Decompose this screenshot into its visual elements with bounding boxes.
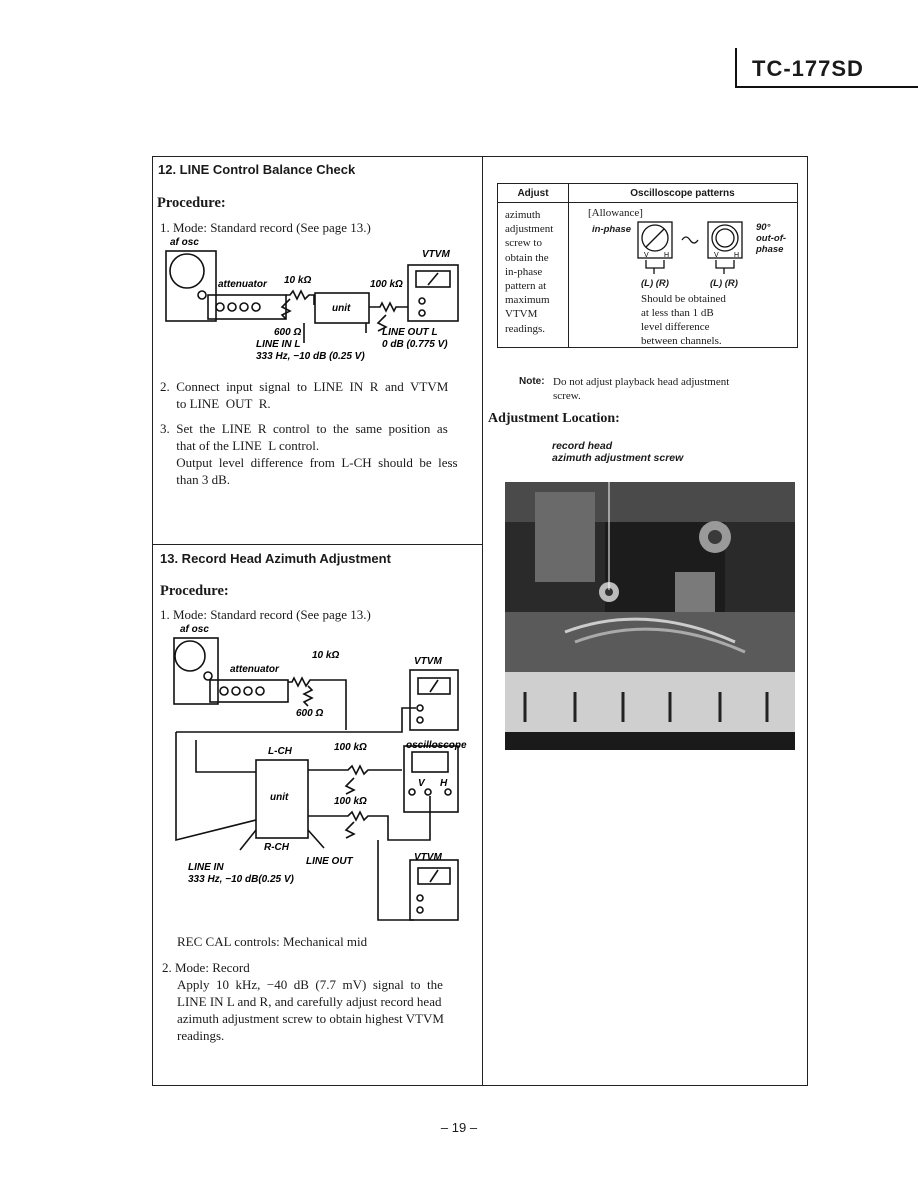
page-number: – 19 – xyxy=(440,1120,478,1135)
in-phase-v-label: V xyxy=(644,252,649,259)
allowance-label: [Allowance] xyxy=(588,207,643,219)
line-in-label: LINE IN L xyxy=(256,339,300,350)
resistor-100k-a-label: 100 kΩ xyxy=(334,742,367,753)
lr-label-1: (L) (R) xyxy=(641,278,669,289)
column-divider xyxy=(482,156,483,1086)
oscilloscope-pattern-table: Adjust Oscilloscope patterns azimuth adj… xyxy=(497,183,798,348)
signal-label: 333 Hz, −10 dB(0.25 V) xyxy=(188,874,295,885)
resistor-600-label: 600 Ω xyxy=(274,327,301,338)
header-underline xyxy=(735,86,918,88)
header-rule xyxy=(735,48,737,88)
unit-label: unit xyxy=(270,792,289,803)
rch-label: R-CH xyxy=(264,842,290,853)
section-13-title: 13. Record Head Azimuth Adjustment xyxy=(160,551,391,566)
table-column-rule xyxy=(568,184,569,347)
section-12-procedure-heading: Procedure: xyxy=(157,195,226,211)
in-phase-h-label: H xyxy=(664,252,669,259)
section-12-step-3b: Output level difference from L-CH should… xyxy=(176,455,458,487)
resistor-100k-b-label: 100 kΩ xyxy=(334,796,367,807)
resistor-600-label: 600 Ω xyxy=(296,708,323,719)
af-osc-label: af osc xyxy=(180,624,209,635)
vtvm-label: VTVM xyxy=(422,249,450,260)
section-13-procedure-heading: Procedure: xyxy=(160,583,229,599)
content-frame xyxy=(152,156,808,1086)
attenuator-label: attenuator xyxy=(218,279,268,290)
resistor-10k-label: 10 kΩ xyxy=(284,275,311,286)
section-13-step-2-body: Apply 10 kHz, −40 dB (7.7 mV) signal to … xyxy=(177,977,444,1043)
level-difference-note: Should be obtained at less than 1 dB lev… xyxy=(641,293,726,347)
out-phase-v-label: V xyxy=(714,252,719,259)
lch-label: L-CH xyxy=(268,746,293,757)
table-header-adjust: Adjust xyxy=(498,184,568,203)
unit-label: unit xyxy=(332,303,351,314)
lissajous-patterns: V H V H xyxy=(637,221,743,274)
section-12-step-1: 1. Mode: Standard record (See page 13.) xyxy=(160,220,371,235)
section-12-step-2: 2. Connect input signal to LINE IN R and… xyxy=(160,379,449,411)
resistor-10k-label: 10 kΩ xyxy=(312,650,339,661)
vtvm-2-label: VTVM xyxy=(414,852,442,863)
adjust-description: azimuth adjustment screw to obtain the i… xyxy=(505,209,554,335)
vtvm-1-label: VTVM xyxy=(414,656,442,667)
lr-label-2: (L) (R) xyxy=(710,278,738,289)
section-12-wiring-diagram: af osc VTVM attenuator 10 kΩ 100 kΩ unit… xyxy=(165,237,459,362)
note-label: Note: xyxy=(519,376,545,387)
line-out-label: LINE OUT xyxy=(306,856,354,867)
rec-cal-note: REC CAL controls: Mechanical mid xyxy=(177,934,368,949)
table-header-patterns: Oscilloscope patterns xyxy=(568,184,797,203)
section-12-step-3a: 3. Set the LINE R control to the same po… xyxy=(160,421,448,453)
signal-label: 333 Hz, −10 dB (0.25 V) xyxy=(256,351,365,362)
azimuth-screw-callout: record head azimuth adjustment screw xyxy=(552,440,684,464)
section-divider xyxy=(152,544,482,545)
section-13-step-2-mode: 2. Mode: Record xyxy=(162,960,250,975)
h-terminal-label: H xyxy=(440,778,448,789)
section-12-title: 12. LINE Control Balance Check xyxy=(158,162,356,177)
attenuator-label: attenuator xyxy=(230,664,280,675)
section-13-wiring-diagram: af osc 10 kΩ VTVM attenuator 600 Ω L-CH … xyxy=(173,624,467,921)
line-out-label: LINE OUT L xyxy=(382,327,438,338)
in-phase-label: in-phase xyxy=(592,224,632,235)
af-osc-label: af osc xyxy=(170,237,199,248)
af-osc-box xyxy=(165,250,217,322)
line-in-label: LINE IN xyxy=(188,862,224,873)
note-text: Do not adjust playback head adjustment s… xyxy=(553,376,730,402)
output-level-label: 0 dB (0.775 V) xyxy=(382,339,448,350)
adjustment-location-heading: Adjustment Location: xyxy=(488,411,620,426)
oscilloscope-label: oscilloscope xyxy=(406,740,467,751)
model-number: TC-177SD xyxy=(752,56,864,81)
out-phase-h-label: H xyxy=(734,252,739,259)
v-terminal-label: V xyxy=(418,778,426,789)
out-of-phase-label: 90° out-of- phase xyxy=(756,222,787,255)
resistor-100k-label: 100 kΩ xyxy=(370,279,403,290)
section-13-step-1: 1. Mode: Standard record (See page 13.) xyxy=(160,607,371,622)
mechanism-photo xyxy=(505,482,795,750)
